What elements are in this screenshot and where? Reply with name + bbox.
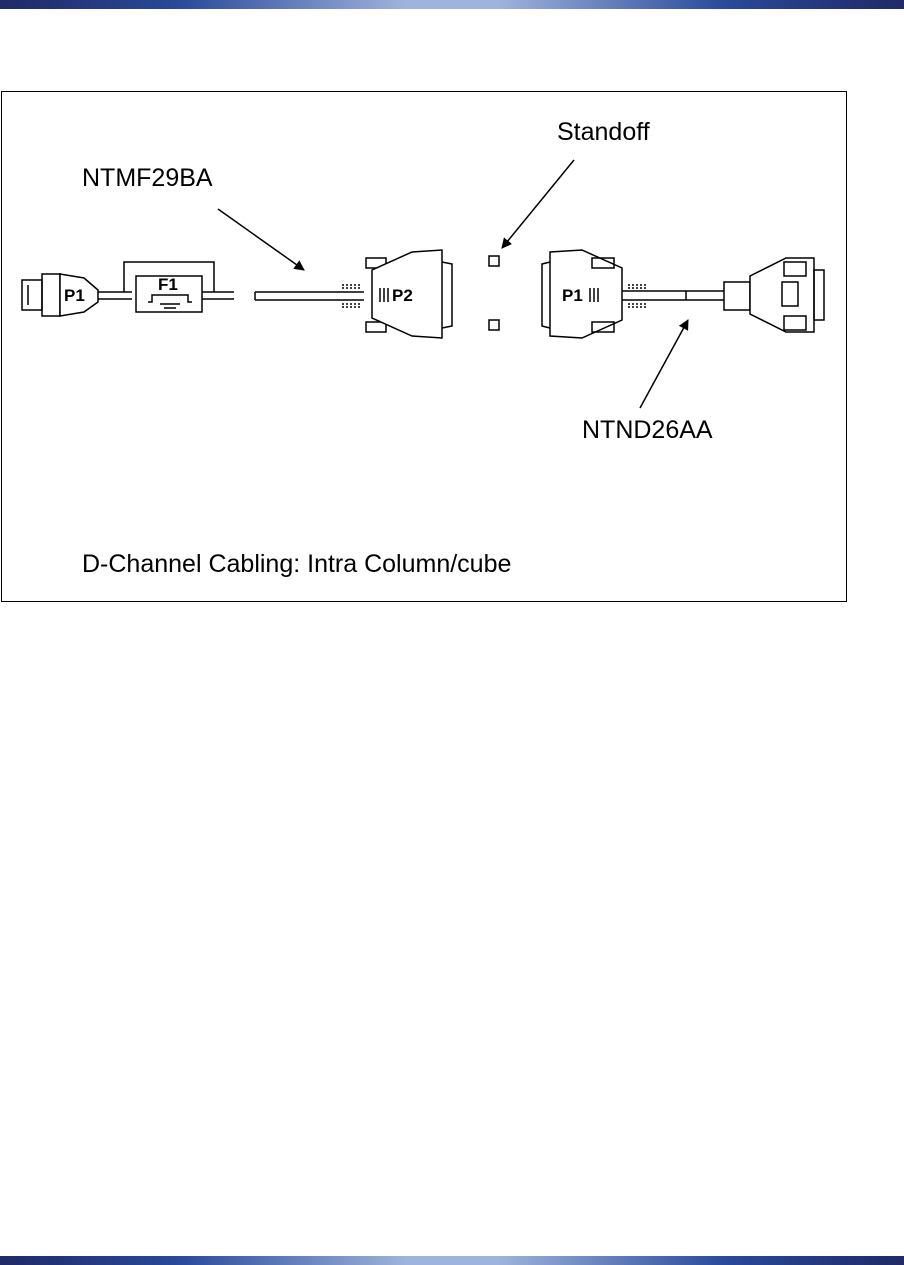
footer-bar: [0, 1256, 904, 1265]
left-p1-label: P1: [64, 286, 85, 305]
right-p1-label: P1: [562, 286, 583, 305]
ntmf29ba-cable: [254, 284, 364, 308]
left-p1-connector: [21, 273, 132, 317]
standoff-bottom: [488, 319, 500, 331]
header-bar: [0, 0, 904, 9]
figure-caption: D-Channel Cabling: Intra Column/cube: [82, 550, 512, 578]
standoff-top: [488, 255, 500, 267]
right-p1-connector: [541, 249, 646, 339]
f1-filter: [123, 261, 234, 313]
ntnd26aa-cable: [622, 281, 751, 311]
f1-label: F1: [158, 275, 178, 294]
cabling-figure: P1 F1 P2 P1 Standoff NTMF29BA NTND26AA D…: [1, 91, 847, 602]
standoff-label: Standoff: [557, 118, 650, 146]
arrow-ntnd26aa: [639, 319, 689, 409]
mid-p2-label: P2: [392, 286, 413, 305]
ntmf29ba-label: NTMF29BA: [82, 164, 213, 192]
mid-p2-connector: [365, 249, 453, 339]
arrow-standoff: [501, 159, 575, 249]
cabling-diagram: P1 F1 P2 P1: [21, 159, 825, 409]
arrow-ntmf29ba: [217, 208, 305, 271]
far-right-connector: [749, 257, 825, 333]
ntnd26aa-label: NTND26AA: [582, 416, 713, 444]
